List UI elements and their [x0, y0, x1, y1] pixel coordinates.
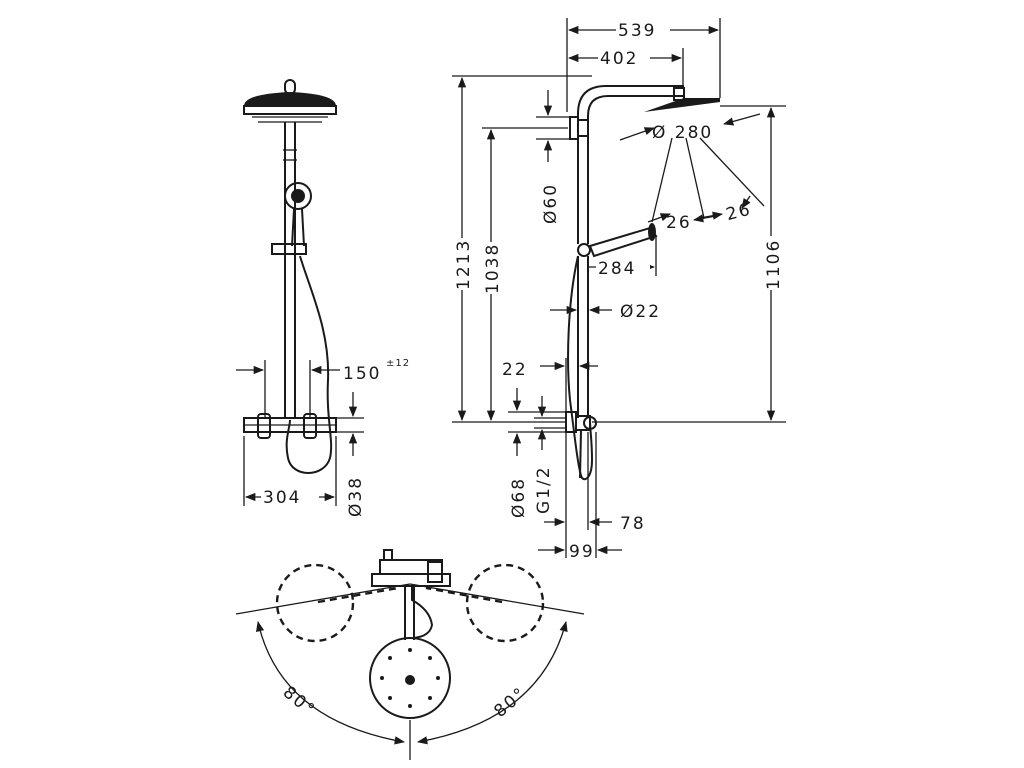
- dim-o60-text: Ø60: [541, 183, 561, 224]
- dim-304: 304: [243, 436, 337, 508]
- arm-left-dashed: [317, 586, 399, 604]
- dim-80-left-text: 80°: [279, 683, 320, 722]
- dim-angle-1-text: 26: [666, 213, 692, 233]
- dim-150-text: 150: [343, 364, 381, 384]
- dim-o280-text: Ø 280: [652, 123, 713, 143]
- plan-thermostat: [371, 549, 451, 639]
- front-hand-shower: [271, 182, 312, 255]
- dim-22-text: 22: [502, 360, 528, 380]
- dim-1213: 1213: [452, 75, 592, 423]
- dim-1038-text: 1038: [483, 243, 503, 294]
- side-shower-head: [644, 87, 720, 112]
- dim-o22: Ø22: [550, 302, 661, 322]
- plan-view: 80° 80°: [235, 549, 585, 760]
- dim-o22-text: Ø22: [620, 302, 661, 322]
- dim-78: 78: [544, 432, 646, 558]
- dim-99-text: 99: [569, 542, 595, 562]
- dim-o68: Ø68: [508, 388, 566, 518]
- dim-o68-text: Ø68: [509, 477, 529, 518]
- dim-22: 22: [502, 358, 598, 412]
- dim-g12-text: G1/2: [534, 465, 554, 514]
- dim-o38-text: Ø38: [346, 476, 366, 517]
- dim-402: 402: [567, 48, 684, 88]
- dim-o60: Ø60: [536, 90, 570, 224]
- dim-angle-2-text: 26: [724, 199, 754, 225]
- arm-right-dashed: [425, 586, 503, 604]
- front-shower-head: [243, 79, 337, 123]
- dim-539: 539: [566, 18, 721, 112]
- dim-o38: Ø38: [336, 392, 366, 517]
- spray-angle-lines: 26 26: [647, 137, 765, 233]
- dim-78-text: 78: [620, 514, 646, 534]
- dim-g12: G1/2: [534, 396, 566, 514]
- dim-304-text: 304: [263, 488, 301, 508]
- dim-284-text: 284: [598, 259, 636, 279]
- swing-circle-left: [275, 563, 355, 643]
- front-view: 150 ±12 304 Ø38: [236, 79, 410, 517]
- front-riser-rail: [283, 122, 297, 418]
- ext-line-right: [409, 583, 585, 615]
- side-view: 539 402 Ø 280 26 26: [452, 18, 786, 562]
- front-thermostat: [243, 413, 337, 439]
- dim-1038: 1038: [481, 127, 568, 422]
- ext-line-left: [235, 583, 411, 615]
- dim-284: 284: [588, 236, 657, 279]
- dim-150: 150 ±12: [236, 358, 410, 418]
- dim-o280: Ø 280: [619, 113, 761, 143]
- dim-1213-text: 1213: [454, 239, 474, 290]
- dim-99: 99: [538, 432, 622, 562]
- swing-circle-right: [465, 563, 545, 643]
- front-hose: [285, 255, 333, 474]
- side-hand-shower: [577, 223, 658, 258]
- dim-1106: 1106: [592, 105, 786, 423]
- plan-shower-head: [369, 637, 451, 719]
- arc-left: [255, 620, 406, 745]
- dim-150-tolerance: ±12: [386, 358, 410, 369]
- dim-1106-text: 1106: [764, 239, 784, 290]
- dim-80-right-text: 80°: [490, 683, 531, 722]
- dim-539-text: 539: [618, 21, 656, 41]
- arc-right: [416, 620, 568, 745]
- dim-402-text: 402: [600, 49, 638, 69]
